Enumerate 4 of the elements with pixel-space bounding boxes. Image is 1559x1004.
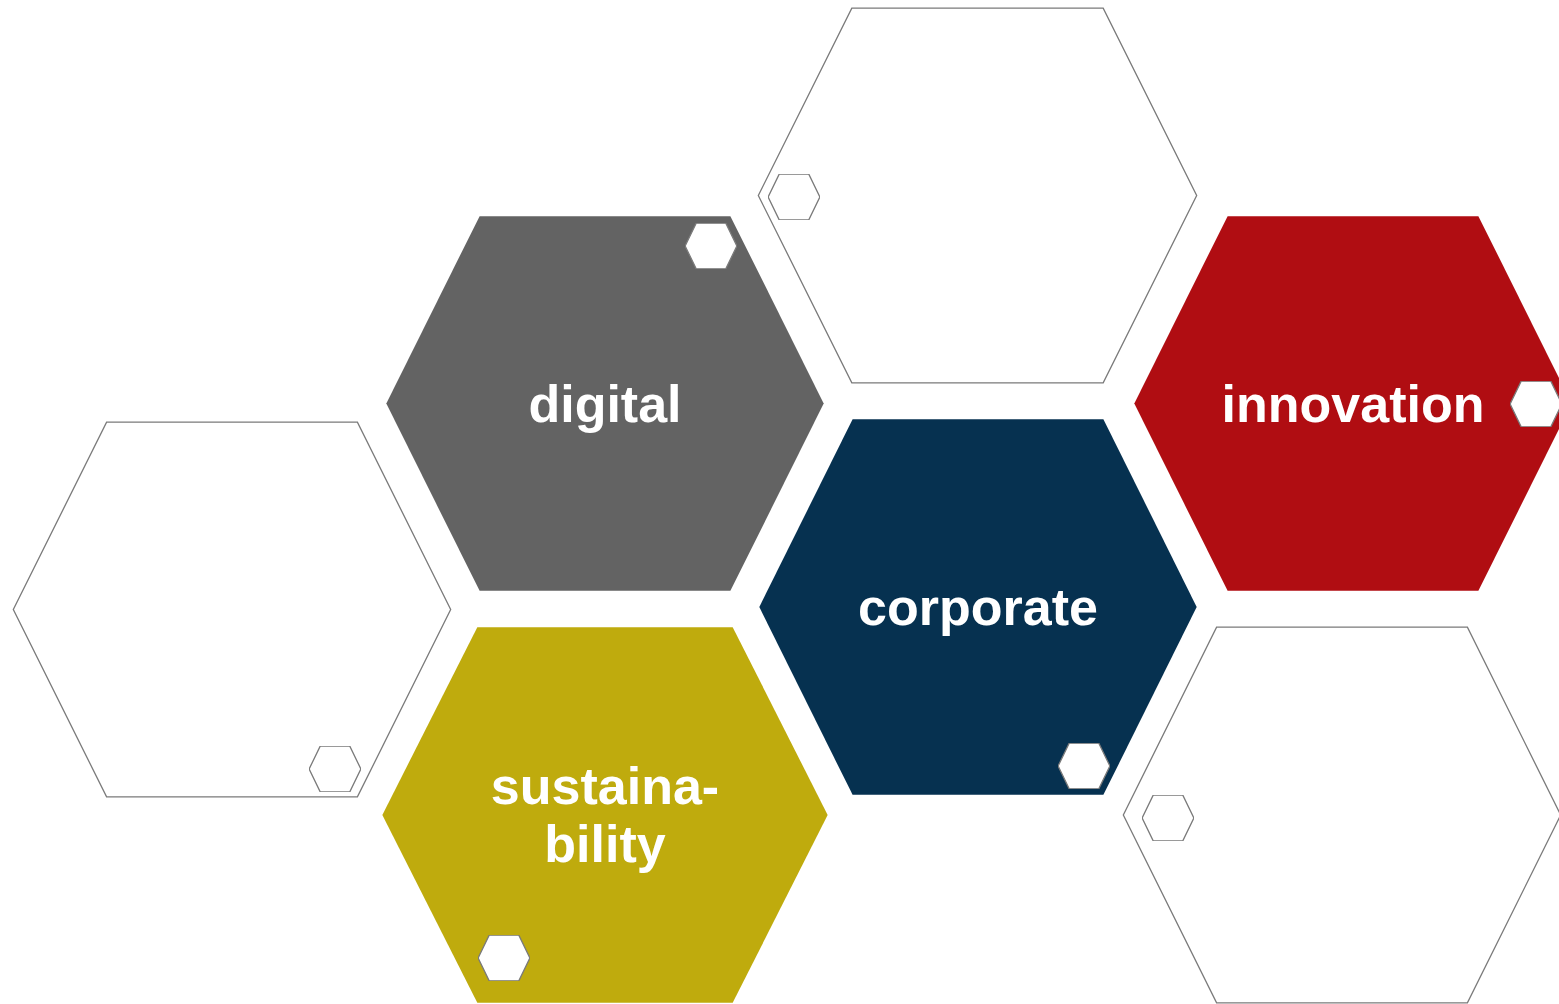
hexagon-label: sustaina- bility [489, 757, 721, 873]
hexagon-label: innovation [1220, 374, 1486, 433]
hexagon-label: corporate [857, 578, 1099, 636]
hexagon-label: digital [527, 374, 683, 433]
